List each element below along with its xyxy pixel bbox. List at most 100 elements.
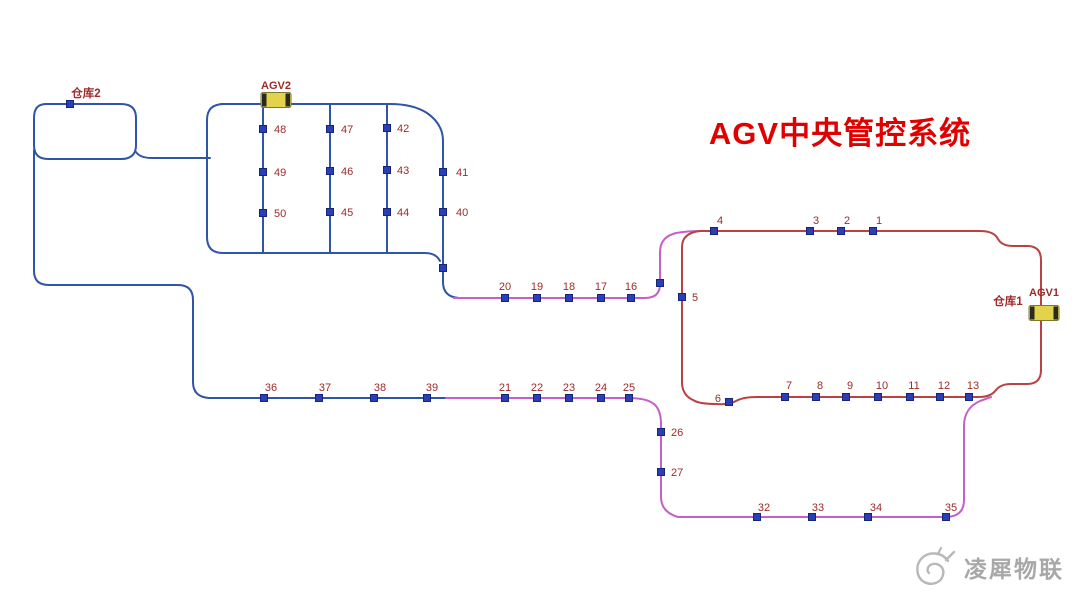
waypoint-label-9: 9 xyxy=(847,380,853,392)
waypoint-node-44[interactable] xyxy=(383,208,391,216)
page-title: AGV中央管控系统 xyxy=(708,116,972,151)
waypoint-label-49: 49 xyxy=(274,167,286,179)
waypoint-label-16: 16 xyxy=(625,281,637,293)
waypoint-node-32[interactable] xyxy=(753,513,761,521)
waypoint-label-37: 37 xyxy=(319,382,331,394)
waypoint-node[interactable] xyxy=(656,279,664,287)
waypoint-node-16[interactable] xyxy=(627,294,635,302)
waypoint-label-4: 4 xyxy=(717,215,723,227)
agv-body xyxy=(1028,305,1060,321)
waypoint-label-39: 39 xyxy=(426,382,438,394)
waypoint-label-34: 34 xyxy=(870,502,882,514)
waypoint-node-19[interactable] xyxy=(533,294,541,302)
agv-body xyxy=(260,92,292,108)
waypoint-node[interactable] xyxy=(66,100,74,108)
watermark: 凌犀物联 xyxy=(911,546,1064,588)
waypoint-node-38[interactable] xyxy=(370,394,378,402)
track-comb-top-right xyxy=(220,103,460,299)
agv-label-agv1: AGV1 xyxy=(1029,287,1059,299)
waypoint-node-10[interactable] xyxy=(874,393,882,401)
waypoint-node-25[interactable] xyxy=(625,394,633,402)
track-left-staircase xyxy=(33,149,449,399)
waypoint-node-7[interactable] xyxy=(781,393,789,401)
waypoint-node-21[interactable] xyxy=(501,394,509,402)
agv-marker-agv1[interactable]: AGV1 xyxy=(1028,287,1060,321)
waypoint-node-23[interactable] xyxy=(565,394,573,402)
waypoint-node-49[interactable] xyxy=(259,168,267,176)
waypoint-node-36[interactable] xyxy=(260,394,268,402)
waypoint-label-26: 26 xyxy=(671,427,683,439)
waypoint-node-4[interactable] xyxy=(710,227,718,235)
agv-stripe-left xyxy=(1030,306,1035,320)
waypoint-node-43[interactable] xyxy=(383,166,391,174)
waypoint-node-46[interactable] xyxy=(326,167,334,175)
waypoint-label-18: 18 xyxy=(563,281,575,293)
waypoint-node-40[interactable] xyxy=(439,208,447,216)
waypoint-node-8[interactable] xyxy=(812,393,820,401)
waypoint-node-11[interactable] xyxy=(906,393,914,401)
waypoint-label-27: 27 xyxy=(671,467,683,479)
waypoint-node-22[interactable] xyxy=(533,394,541,402)
waypoint-node-45[interactable] xyxy=(326,208,334,216)
waypoint-label-7: 7 xyxy=(786,380,792,392)
lingxi-logo-icon xyxy=(916,546,956,585)
waypoint-node-33[interactable] xyxy=(808,513,816,521)
waypoint-node-24[interactable] xyxy=(597,394,605,402)
waypoint-label-35: 35 xyxy=(945,502,957,514)
waypoint-node-13[interactable] xyxy=(965,393,973,401)
waypoint-node-37[interactable] xyxy=(315,394,323,402)
waypoint-label-24: 24 xyxy=(595,382,607,394)
waypoint-node-34[interactable] xyxy=(864,513,872,521)
waypoint-node[interactable] xyxy=(439,264,447,272)
agv-marker-agv2[interactable]: AGV2 xyxy=(260,80,292,108)
agv-label-agv2: AGV2 xyxy=(261,80,291,92)
waypoint-label-21: 21 xyxy=(499,382,511,394)
waypoint-node-48[interactable] xyxy=(259,125,267,133)
waypoint-node-6[interactable] xyxy=(725,398,733,406)
watermark-text: 凌犀物联 xyxy=(964,556,1064,582)
waypoint-label-10: 10 xyxy=(876,380,888,392)
waypoint-node-1[interactable] xyxy=(869,227,877,235)
waypoint-label-23: 23 xyxy=(563,382,575,394)
waypoint-node-5[interactable] xyxy=(678,293,686,301)
waypoint-label-46: 46 xyxy=(341,166,353,178)
waypoint-label-33: 33 xyxy=(812,502,824,514)
waypoint-node-9[interactable] xyxy=(842,393,850,401)
waypoint-node-42[interactable] xyxy=(383,124,391,132)
track-right-main-loop xyxy=(681,230,1042,406)
waypoint-label-32: 32 xyxy=(758,502,770,514)
track-mid-row-to-right-loop xyxy=(453,230,701,299)
track-lower-row-bottom-loop xyxy=(445,396,992,518)
warehouse-label-2: 仓库1 xyxy=(992,294,1023,308)
waypoint-node-2[interactable] xyxy=(837,227,845,235)
waypoint-label-50: 50 xyxy=(274,208,286,220)
waypoint-node-41[interactable] xyxy=(439,168,447,176)
waypoint-node-39[interactable] xyxy=(423,394,431,402)
waypoint-node-26[interactable] xyxy=(657,428,665,436)
waypoint-label-5: 5 xyxy=(692,292,698,304)
waypoint-node-47[interactable] xyxy=(326,125,334,133)
waypoint-label-48: 48 xyxy=(274,124,286,136)
agv-stripe-left xyxy=(262,93,267,107)
waypoint-label-17: 17 xyxy=(595,281,607,293)
waypoint-label-3: 3 xyxy=(813,215,819,227)
waypoint-label-8: 8 xyxy=(817,380,823,392)
waypoint-node-12[interactable] xyxy=(936,393,944,401)
waypoint-node-27[interactable] xyxy=(657,468,665,476)
waypoint-label-13: 13 xyxy=(967,380,979,392)
waypoint-node-20[interactable] xyxy=(501,294,509,302)
warehouse-label-1: 仓库2 xyxy=(70,86,100,100)
waypoint-node-35[interactable] xyxy=(942,513,950,521)
waypoint-label-19: 19 xyxy=(531,281,543,293)
waypoint-label-36: 36 xyxy=(265,382,277,394)
track-warehouse2-loop xyxy=(33,103,137,160)
waypoint-label-40: 40 xyxy=(456,207,468,219)
waypoint-node-17[interactable] xyxy=(597,294,605,302)
waypoint-label-41: 41 xyxy=(456,167,468,179)
waypoint-node-50[interactable] xyxy=(259,209,267,217)
waypoint-label-2: 2 xyxy=(844,215,850,227)
waypoint-node-3[interactable] xyxy=(806,227,814,235)
waypoint-label-38: 38 xyxy=(374,382,386,394)
waypoint-node-18[interactable] xyxy=(565,294,573,302)
